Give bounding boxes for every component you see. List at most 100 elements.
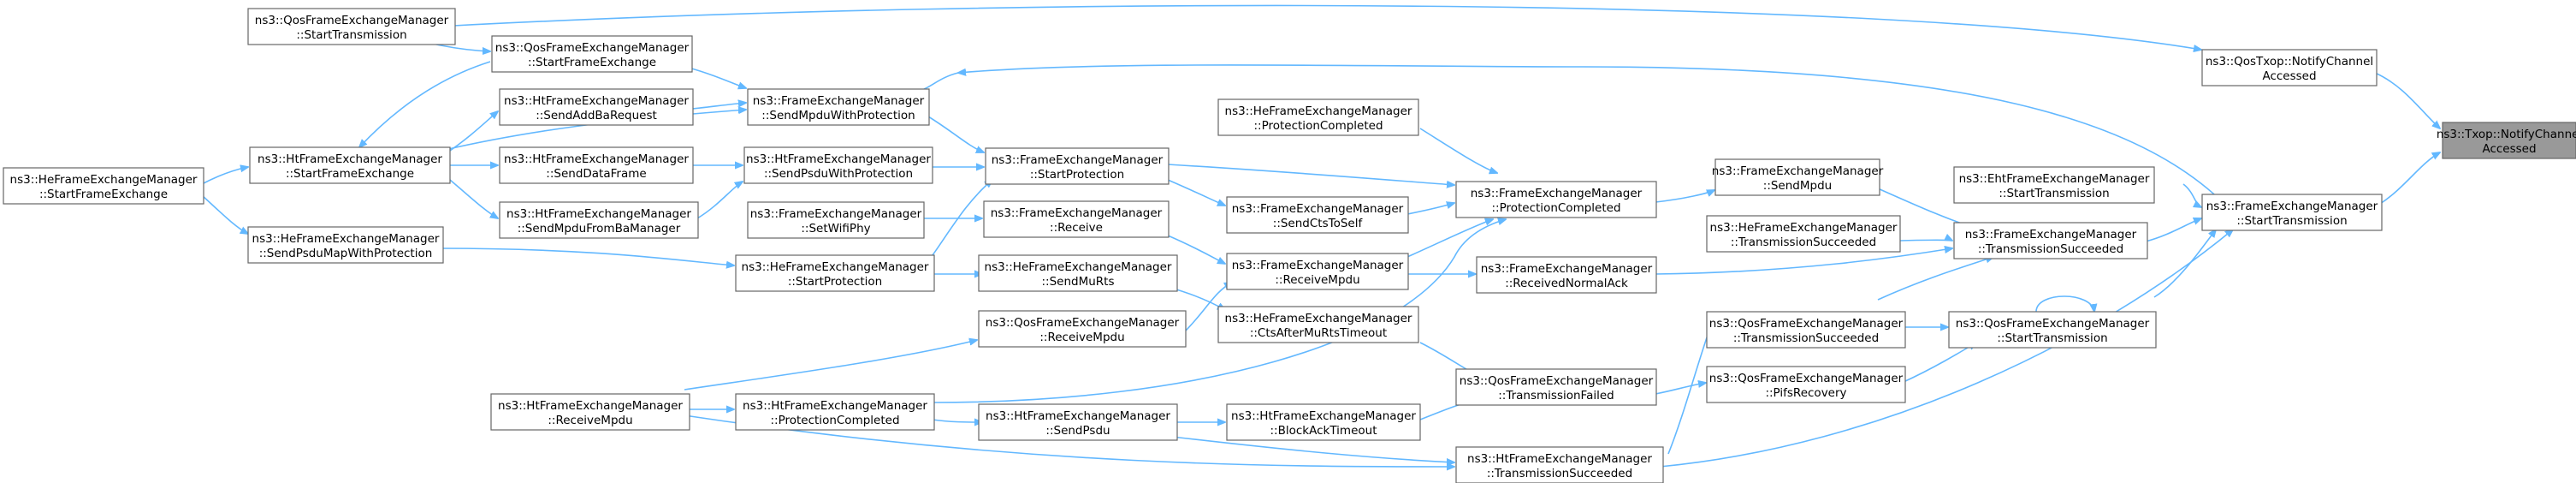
node-fem-receive[interactable]: ns3::FrameExchangeManager ::Receive — [983, 200, 1170, 238]
edge-qostxop-to-txop — [2374, 72, 2440, 128]
edge-qos-sfe-to-ht-sfe — [359, 61, 491, 147]
node-label-line2: Accessed — [2482, 142, 2536, 156]
node-label-line2: ::CtsAfterMuRtsTimeout — [1250, 326, 1387, 340]
node-label-line1: ns3::HeFrameExchangeManager — [1710, 221, 1898, 235]
node-fem-transmission-succeeded[interactable]: ns3::FrameExchangeManager ::Transmission… — [1953, 222, 2148, 259]
node-fem-receive-mpdu[interactable]: ns3::FrameExchangeManager ::ReceiveMpdu — [1226, 253, 1409, 290]
node-fem-set-wifi-phy[interactable]: ns3::FrameExchangeManager ::SetWifiPhy — [747, 201, 925, 239]
node-label-line2: Accessed — [2262, 69, 2316, 83]
node-label-line2: ::SendMuRts — [1041, 275, 1114, 289]
edge-recv-mpdu-to-fem-pc — [1406, 219, 1493, 258]
node-qos-transmission-succeeded[interactable]: ns3::QosFrameExchangeManager ::Transmiss… — [1706, 311, 1906, 349]
node-label-line2: ::SendAddBaRequest — [536, 109, 657, 122]
edge-he-pc-to-fem-pc — [1419, 128, 1497, 173]
node-fem-start-transmission[interactable]: ns3::FrameExchangeManager ::StartTransmi… — [2201, 194, 2383, 231]
node-fem-start-protection[interactable]: ns3::FrameExchangeManager ::StartProtect… — [985, 147, 1170, 185]
node-label-line1: ns3::FrameExchangeManager — [1471, 187, 1643, 200]
node-label-line2: ::ReceiveMpdu — [1275, 273, 1359, 287]
node-qos-receive-mpdu[interactable]: ns3::QosFrameExchangeManager ::ReceiveMp… — [978, 310, 1187, 348]
node-label-line1: ns3::EhtFrameExchangeManager — [1959, 172, 2150, 186]
node-label-line2: ::ProtectionCompleted — [1253, 119, 1383, 133]
edge-fem-start-bridge — [923, 72, 959, 90]
node-label-line1: ns3::HtFrameExchangeManager — [1231, 409, 1416, 423]
node-label-line1: ns3::FrameExchangeManager — [1481, 262, 1653, 276]
node-label-line2: ::StartFrameExchange — [39, 188, 168, 201]
node-label-line1: ns3::HeFrameExchangeManager — [985, 260, 1172, 274]
node-he-send-psdu-map-with-protection[interactable]: ns3::HeFrameExchangeManager ::SendPsduMa… — [247, 226, 444, 264]
node-he-start-protection[interactable]: ns3::HeFrameExchangeManager ::StartProte… — [735, 254, 935, 292]
node-label-line1: ns3::HeFrameExchangeManager — [742, 260, 929, 274]
node-ht-send-psdu-with-protection[interactable]: ns3::HtFrameExchangeManager ::SendPsduWi… — [743, 146, 933, 184]
edge-mpdu-ba-to-psdu-prot — [696, 182, 743, 219]
node-label-line2: ::TransmissionSucceeded — [1487, 467, 1632, 480]
node-ht-protection-completed[interactable]: ns3::HtFrameExchangeManager ::Protection… — [735, 393, 935, 431]
edge-he-sfe-to-psdu-map — [201, 194, 248, 234]
node-label-line2: ::BlockAckTimeout — [1270, 424, 1377, 438]
node-qos-pifs-recovery[interactable]: ns3::QosFrameExchangeManager ::PifsRecov… — [1706, 366, 1906, 403]
edge-fem-sp-to-fem-pc — [1167, 164, 1454, 185]
node-ht-receive-mpdu[interactable]: ns3::HtFrameExchangeManager ::ReceiveMpd… — [490, 393, 690, 431]
node-label-line1: ns3::FrameExchangeManager — [1712, 164, 1884, 178]
node-label-line1: ns3::QosTxop::NotifyChannel — [2206, 55, 2373, 69]
node-fem-received-normal-ack[interactable]: ns3::FrameExchangeManager ::ReceivedNorm… — [1476, 256, 1657, 294]
node-label-line2: ::SendMpduWithProtection — [761, 109, 915, 122]
node-label-line1: ns3::HtFrameExchangeManager — [743, 399, 927, 413]
node-qos-transmission-failed[interactable]: ns3::QosFrameExchangeManager ::Transmiss… — [1455, 368, 1657, 406]
node-label-line1: ns3::HtFrameExchangeManager — [498, 399, 683, 413]
edge-fem-ts-to-fem-start — [2145, 218, 2201, 242]
node-label-line1: ns3::FrameExchangeManager — [991, 206, 1163, 220]
node-qos-start-transmission-right[interactable]: ns3::QosFrameExchangeManager ::StartTran… — [1948, 311, 2157, 349]
node-ht-send-data-frame[interactable]: ns3::HtFrameExchangeManager ::SendDataFr… — [499, 146, 694, 184]
node-label-line1: ns3::QosFrameExchangeManager — [986, 316, 1180, 330]
node-he-transmission-succeeded[interactable]: ns3::HeFrameExchangeManager ::Transmissi… — [1706, 215, 1901, 253]
node-fem-send-cts-to-self[interactable]: ns3::FrameExchangeManager ::SendCtsToSel… — [1226, 196, 1409, 234]
node-label-line1: ns3::HtFrameExchangeManager — [504, 94, 689, 108]
node-label-line1: ns3::HtFrameExchangeManager — [986, 409, 1170, 423]
node-label-line1: ns3::FrameExchangeManager — [2206, 200, 2378, 213]
node-label-line1: ns3::HeFrameExchangeManager — [10, 173, 198, 187]
node-label-line1: ns3::HeFrameExchangeManager — [1225, 104, 1412, 118]
node-label-line2: ::StartTransmission — [1999, 187, 2109, 200]
node-ht-send-mpdu-from-ba-manager[interactable]: ns3::HtFrameExchangeManager ::SendMpduFr… — [499, 201, 699, 239]
node-label-line2: ::TransmissionSucceeded — [1978, 242, 2123, 256]
node-label-line2: ::TransmissionFailed — [1498, 389, 1614, 402]
node-qos-start-transmission-left[interactable]: ns3::QosFrameExchangeManager ::StartTran… — [247, 8, 456, 45]
node-fem-protection-completed[interactable]: ns3::FrameExchangeManager ::ProtectionCo… — [1455, 181, 1657, 218]
node-fem-send-mpdu[interactable]: ns3::FrameExchangeManager ::SendMpdu — [1712, 158, 1884, 196]
node-fem-send-mpdu-with-protection[interactable]: ns3::FrameExchangeManager ::SendMpduWith… — [747, 88, 930, 126]
edge-rna-to-fem-ts — [1655, 248, 1952, 275]
node-label-line1: ns3::FrameExchangeManager — [1965, 228, 2137, 242]
edge-psdu-map-to-he-sp — [440, 247, 734, 265]
node-eht-start-transmission[interactable]: ns3::EhtFrameExchangeManager ::StartTran… — [1953, 166, 2155, 204]
edge-qos-ts-to-fem-ts — [1877, 257, 1993, 301]
node-label-line2: ::StartFrameExchange — [528, 56, 656, 69]
node-label-line2: ::SendPsdu — [1045, 424, 1110, 438]
node-he-send-murts[interactable]: ns3::HeFrameExchangeManager ::SendMuRts — [978, 254, 1178, 292]
node-qos-start-frame-exchange[interactable]: ns3::QosFrameExchangeManager ::StartFram… — [491, 35, 693, 73]
node-he-start-frame-exchange[interactable]: ns3::HeFrameExchangeManager ::StartFrame… — [3, 167, 204, 205]
node-txop-notify-channel-accessed[interactable]: ns3::Txop::NotifyChannel Accessed — [2437, 122, 2576, 159]
edge-he-sp-to-sp — [932, 180, 992, 256]
node-label-line1: ns3::HeFrameExchangeManager — [252, 232, 440, 246]
node-ht-send-psdu[interactable]: ns3::HtFrameExchangeManager ::SendPsdu — [978, 403, 1178, 441]
node-ht-send-addba-request[interactable]: ns3::HtFrameExchangeManager ::SendAddBaR… — [499, 88, 694, 126]
edge-he-sfe-to-ht-sfe — [201, 167, 248, 185]
node-ht-start-frame-exchange[interactable]: ns3::HtFrameExchangeManager ::StartFrame… — [249, 146, 451, 184]
node-label-line2: ::SendCtsToSelf — [1273, 217, 1364, 230]
node-he-protection-completed[interactable]: ns3::HeFrameExchangeManager ::Protection… — [1217, 98, 1419, 136]
node-label-line2: ::ProtectionCompleted — [770, 414, 899, 427]
node-ht-transmission-succeeded[interactable]: ns3::HtFrameExchangeManager ::Transmissi… — [1455, 446, 1664, 483]
node-label-line1: ns3::HtFrameExchangeManager — [258, 152, 442, 166]
node-ht-blockack-timeout[interactable]: ns3::HtFrameExchangeManager ::BlockAckTi… — [1226, 403, 1421, 441]
edge-qos-tf-to-pifs — [1655, 383, 1706, 395]
node-qostxop-notify-channel-accessed[interactable]: ns3::QosTxop::NotifyChannel Accessed — [2201, 49, 2378, 86]
node-label-line2: ::Receive — [1050, 221, 1103, 235]
node-label-line2: ::StartTransmission — [1997, 331, 2107, 345]
node-label-line1: ns3::QosFrameExchangeManager — [1956, 317, 2150, 331]
edge-pifs-to-qos-start-r — [1903, 343, 1976, 383]
node-he-cts-after-murts-timeout[interactable]: ns3::HeFrameExchangeManager ::CtsAfterMu… — [1217, 306, 1419, 343]
node-label-line2: ::StartTransmission — [296, 28, 406, 42]
edge-fem-receive-to-recv-mpdu — [1167, 235, 1225, 264]
edge-addba-to-mpdu-prot — [684, 103, 746, 110]
